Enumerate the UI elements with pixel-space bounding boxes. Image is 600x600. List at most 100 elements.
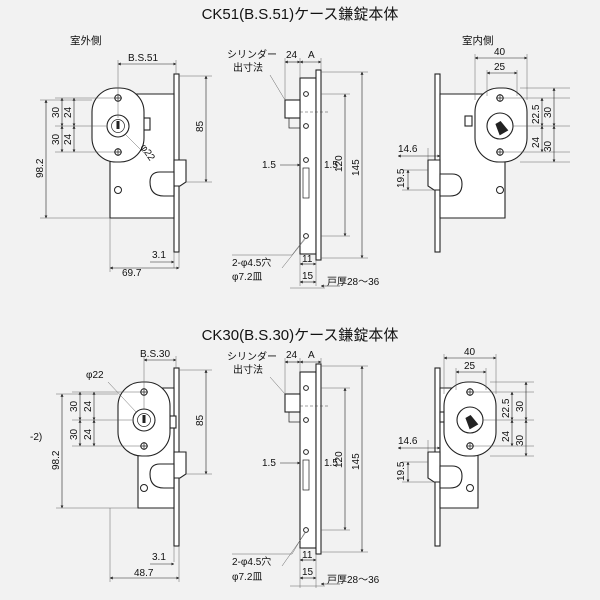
cyl-label-1: シリンダー xyxy=(227,350,277,363)
dim-22-5: 22.5 xyxy=(531,104,542,124)
dim-height: 98.2 xyxy=(35,158,46,178)
screw-bottom-icon xyxy=(114,148,122,156)
dim-14-6: 14.6 xyxy=(398,436,418,447)
dim-30-upper: 30 xyxy=(69,400,80,412)
hook-bolt-inside xyxy=(427,159,441,191)
side-bolt xyxy=(302,459,310,491)
dim-3-1: 3.1 xyxy=(152,552,166,563)
side-view: シリンダー 出寸法 24 A 1.5 1.5 120 145 xyxy=(227,48,380,289)
inside-view: 40 25 22.5 30 24 30 14.6 19.5 xyxy=(396,347,534,547)
dim-11: 11 xyxy=(302,254,313,265)
dim-A: A xyxy=(308,350,315,361)
holes-label: 2-φ4.5穴 xyxy=(232,555,271,568)
screw-bottom-inside-icon xyxy=(496,148,504,156)
outside-view: B.S.51 30 24 30 24 98.2 85 xyxy=(35,53,212,279)
dim-24-lower: 24 xyxy=(63,133,74,145)
diagram-ck30: CK30(B.S.30)ケース鎌錠本体 -2) B.S.30 xyxy=(30,327,534,588)
side-faceplate xyxy=(315,363,322,555)
side-case xyxy=(299,77,317,255)
dim-19-5: 19.5 xyxy=(396,461,407,481)
hook-bolt xyxy=(173,451,187,479)
dim-30-lower: 30 xyxy=(69,428,80,440)
countersink-label: φ7.2皿 xyxy=(232,572,262,583)
dim-width: 48.7 xyxy=(134,568,154,579)
thumbturn-knob-icon xyxy=(495,121,509,136)
cyl-label-2: 出寸法 xyxy=(233,363,263,376)
inside-view: 40 25 22.5 30 24 30 14.6 19.5 xyxy=(396,47,570,253)
dim-40: 40 xyxy=(464,347,476,358)
hook-slot xyxy=(149,171,175,197)
dim-85: 85 xyxy=(195,414,206,426)
dim-height: 98.2 xyxy=(51,450,62,470)
dim-width: 69.7 xyxy=(122,268,142,279)
dim-19-5: 19.5 xyxy=(396,168,407,188)
screw-bottom-icon xyxy=(140,442,148,450)
diagram-ck51: CK51(B.S.51)ケース鎌錠本体 室外側 室内側 xyxy=(35,6,570,289)
inside-label: 室内側 xyxy=(462,34,494,47)
outside-view: B.S.30 φ22 30 24 30 24 98.2 85 xyxy=(51,349,212,582)
dim-30-r-upper: 30 xyxy=(543,106,554,118)
dim-bs: B.S.51 xyxy=(128,53,158,64)
dim-3-1: 3.1 xyxy=(152,250,166,261)
dim-85: 85 xyxy=(195,120,206,132)
keyway-icon xyxy=(142,415,146,423)
dim-14-6: 14.6 xyxy=(398,144,418,155)
dim-30-upper: 30 xyxy=(51,106,62,118)
cyl-label-2: 出寸法 xyxy=(233,61,263,74)
dim-24: 24 xyxy=(286,350,298,361)
screw-top-inside-icon xyxy=(496,94,504,102)
hook-bolt-inside xyxy=(427,451,441,483)
side-bolt xyxy=(302,167,310,199)
diagram-title: CK30(B.S.30)ケース鎌錠本体 xyxy=(202,327,399,344)
holes-label: 2-φ4.5穴 xyxy=(232,256,271,269)
dim-40: 40 xyxy=(494,47,506,58)
dim-dia22: φ22 xyxy=(86,370,104,381)
diagram-title: CK51(B.S.51)ケース鎌錠本体 xyxy=(202,6,399,23)
dim-24-lower: 24 xyxy=(83,428,94,440)
side-faceplate xyxy=(315,69,322,261)
dim-25: 25 xyxy=(464,361,476,372)
side-cylinder xyxy=(284,99,301,119)
dim-A: A xyxy=(308,50,315,61)
screw-bottom-inside-icon xyxy=(466,442,474,450)
dim-24-r: 24 xyxy=(501,430,512,442)
mount-hole xyxy=(140,484,148,492)
dim-1-5-left: 1.5 xyxy=(262,160,276,171)
dim-24-upper: 24 xyxy=(63,106,74,118)
side-cylinder xyxy=(284,393,301,413)
dim-24-upper: 24 xyxy=(83,400,94,412)
dim-15: 15 xyxy=(302,271,314,282)
thumbturn-knob-icon xyxy=(465,415,479,430)
hook-bolt xyxy=(173,159,187,187)
dim-30-lower: 30 xyxy=(51,133,62,145)
dim-11: 11 xyxy=(302,550,313,561)
dim-1-5-right: 1.5 xyxy=(324,160,338,171)
dim-24: 24 xyxy=(286,50,298,61)
dim-120: 120 xyxy=(334,155,345,172)
dim-25: 25 xyxy=(494,62,506,73)
mount-hole xyxy=(114,186,122,194)
door-thickness: 戸厚28～36 xyxy=(327,574,380,586)
dim-22-5: 22.5 xyxy=(501,398,512,418)
side-note: -2) xyxy=(30,432,42,443)
dim-30-r-upper: 30 xyxy=(515,400,526,412)
screw-top-inside-icon xyxy=(466,388,474,396)
cyl-label-1: シリンダー xyxy=(227,48,277,61)
dim-bs: B.S.30 xyxy=(140,349,170,360)
dim-1-5-left: 1.5 xyxy=(262,458,276,469)
dim-145: 145 xyxy=(351,453,362,470)
dim-120: 120 xyxy=(334,451,345,468)
outside-label: 室外側 xyxy=(70,34,102,47)
dim-24-r: 24 xyxy=(531,136,542,148)
dim-1-5-right: 1.5 xyxy=(324,458,338,469)
dim-145: 145 xyxy=(351,159,362,176)
dim-30-r-lower: 30 xyxy=(543,140,554,152)
dim-30-r-lower: 30 xyxy=(515,434,526,446)
countersink-label: φ7.2皿 xyxy=(232,272,262,283)
keyway-icon xyxy=(116,121,120,129)
door-thickness: 戸厚28～36 xyxy=(327,276,380,288)
side-view: シリンダー 出寸法 24 A 1.5 1.5 120 145 11 xyxy=(227,350,380,588)
dim-15: 15 xyxy=(302,567,314,578)
